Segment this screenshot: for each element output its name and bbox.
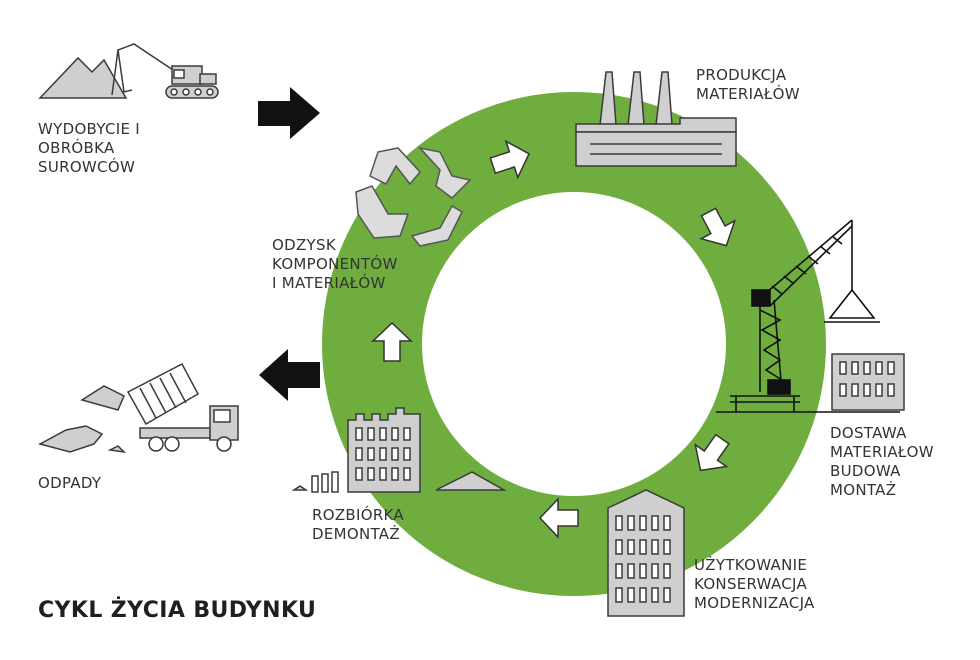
label-demolition-line-2: DEMONTAŻ [312, 525, 400, 543]
label-usage-line-3: MODERNIZACJA [694, 594, 815, 612]
label-recovery-line-2: KOMPONENTÓW [272, 255, 398, 273]
cycle-ring [322, 92, 826, 596]
label-delivery: DOSTAWA MATERIAŁOW BUDOWA MONTAŻ [830, 424, 934, 500]
label-recovery-line-1: ODZYSK [272, 236, 336, 254]
label-waste: ODPADY [38, 474, 101, 493]
cycle-arrow-5 [371, 321, 413, 362]
label-delivery-line-3: BUDOWA [830, 462, 901, 480]
cycle-arrow-3 [694, 433, 730, 472]
arrow-left-dark [259, 349, 320, 401]
cycle-arrows [371, 139, 737, 539]
cycle-arrow-1 [489, 139, 531, 180]
label-demolition: ROZBIÓRKA DEMONTAŻ [312, 506, 404, 544]
label-delivery-line-4: MONTAŻ [830, 481, 897, 499]
label-recovery: ODZYSK KOMPONENTÓW I MATERIAŁÓW [272, 236, 398, 293]
label-production-line-2: MATERIAŁÓW [696, 85, 800, 103]
label-extraction: WYDOBYCIE I OBRÓBKA SUROWCÓW [38, 120, 140, 177]
dump-truck-icon [37, 362, 239, 454]
label-production: PRODUKCJA MATERIAŁÓW [696, 66, 800, 104]
delivery-building-icon [831, 353, 905, 411]
label-delivery-line-2: MATERIAŁOW [830, 443, 934, 461]
label-extraction-line-1: WYDOBYCIE I [38, 120, 141, 138]
recycle-icon [355, 146, 472, 247]
building-icon [607, 489, 685, 617]
label-extraction-line-2: OBRÓBKA [38, 139, 115, 157]
label-recovery-line-3: I MATERIAŁÓW [272, 274, 386, 292]
label-usage-line-2: KONSERWACJA [694, 575, 808, 593]
label-usage: UŻYTKOWANIE KONSERWACJA MODERNIZACJA [694, 556, 815, 613]
label-delivery-line-1: DOSTAWA [830, 424, 907, 442]
cycle-arrow-2 [699, 207, 737, 247]
demolished-building-icon [291, 407, 507, 493]
label-demolition-line-1: ROZBIÓRKA [312, 506, 404, 524]
excavator-icon [38, 43, 219, 99]
crane-icon [716, 219, 900, 413]
label-production-line-1: PRODUKCJA [696, 66, 787, 84]
label-extraction-line-3: SUROWCÓW [38, 158, 136, 176]
label-waste-line-1: ODPADY [38, 474, 102, 492]
label-usage-line-1: UŻYTKOWANIE [694, 556, 808, 574]
factory-icon [575, 71, 737, 167]
arrow-right-dark [258, 87, 320, 139]
cycle-arrow-4 [538, 497, 579, 539]
diagram-title: CYKL ŻYCIA BUDYNKU [38, 598, 317, 623]
